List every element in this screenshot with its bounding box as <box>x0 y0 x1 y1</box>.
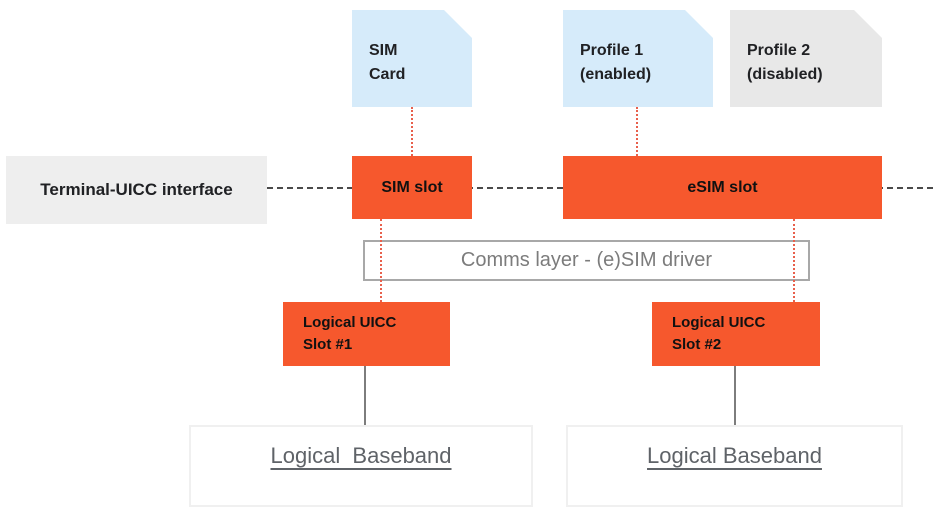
comms-layer-label: Comms layer - (e)SIM driver <box>460 249 713 271</box>
red-dotted-connector-profile1-to-esimslot <box>636 107 638 156</box>
logical-uicc-slot2-line2: Slot #2 <box>672 336 722 353</box>
sim-card-label-line1: SIM <box>369 41 398 59</box>
logical-baseband-left-label: Logical Baseband <box>270 443 452 468</box>
sim-card-node: SIM Card <box>352 10 472 107</box>
profile2-label-line1: Profile 2 <box>747 41 811 59</box>
logical-uicc-slot1-node: Logical UICC Slot #1 <box>283 302 450 366</box>
logical-baseband-right-node: Logical Baseband <box>566 425 903 507</box>
sim-slot-label: SIM slot <box>381 178 443 196</box>
gray-connector-uicc1-to-baseband <box>364 366 366 425</box>
logical-baseband-left-node: Logical Baseband <box>189 425 533 507</box>
logical-uicc-slot1-line2: Slot #1 <box>303 336 353 353</box>
esim-slot-label: eSIM slot <box>687 178 758 196</box>
profile1-label-line1: Profile 1 <box>580 41 644 59</box>
logical-uicc-slot2-line1: Logical UICC <box>672 314 766 332</box>
comms-layer-node: Comms layer - (e)SIM driver <box>363 240 810 281</box>
red-dotted-connector-simcard-to-simslot <box>411 107 413 156</box>
esim-slot-node: eSIM slot <box>563 156 882 219</box>
red-dotted-connector-simslot-to-uicc1 <box>380 219 382 302</box>
logical-uicc-slot2-node: Logical UICC Slot #2 <box>652 302 820 366</box>
logical-baseband-right-label: Logical Baseband <box>647 443 822 468</box>
profile1-node: Profile 1 (enabled) <box>563 10 713 107</box>
sim-slot-node: SIM slot <box>352 156 472 219</box>
logical-uicc-slot1-line1: Logical UICC <box>303 314 397 332</box>
sim-card-label-line2: Card <box>369 65 406 83</box>
terminal-uicc-interface-label: Terminal-UICC interface <box>6 156 267 224</box>
gray-connector-uicc2-to-baseband <box>734 366 736 425</box>
profile2-label-line2: (disabled) <box>747 65 823 83</box>
red-dotted-connector-esimslot-to-uicc2 <box>793 219 795 302</box>
profile2-node: Profile 2 (disabled) <box>730 10 882 107</box>
profile1-label-line2: (enabled) <box>580 65 652 83</box>
terminal-uicc-interface-text: Terminal-UICC interface <box>40 180 233 199</box>
